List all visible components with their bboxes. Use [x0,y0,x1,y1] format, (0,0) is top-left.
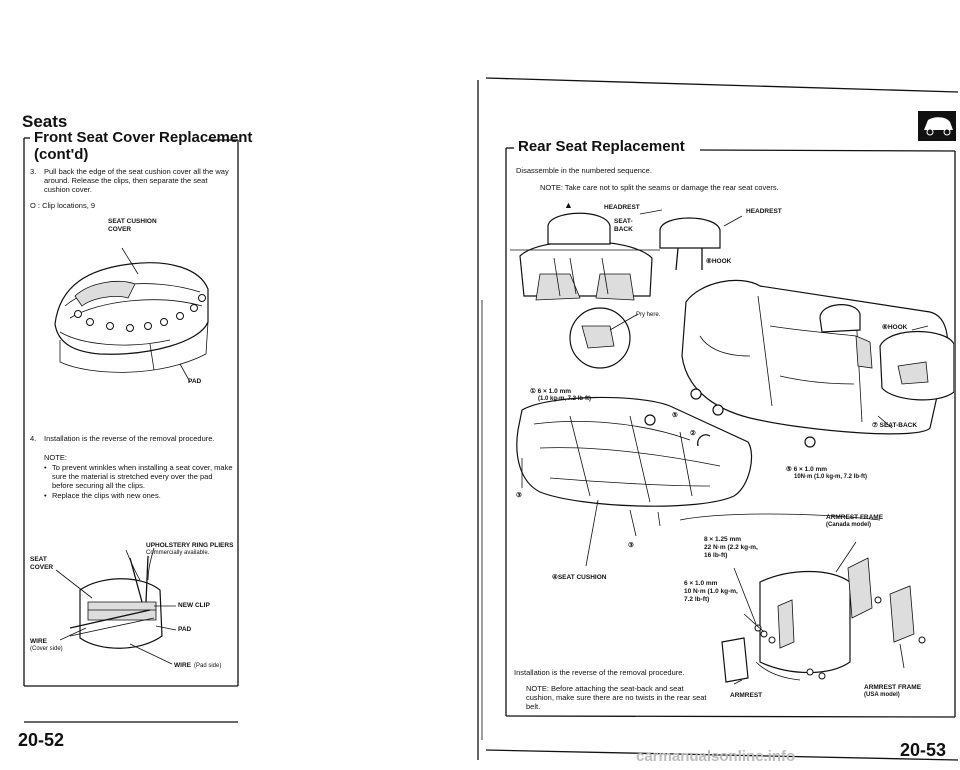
label-pliers-available: Commercially available. [146,550,210,556]
label-bolt-1: ① 6 × 1.0 mm [530,388,572,395]
label-wire-pad: WIRE [174,662,191,669]
note-bullet-1: To prevent wrinkles when installing a se… [52,463,233,490]
figure-clip-pliers: UPHOLSTERY RING PLIERS Commercially avai… [30,540,236,682]
intro-text: Disassemble in the numbered sequence. [516,166,652,175]
label-new-clip: NEW CLIP [178,602,210,609]
note-bottom: NOTE: Before attaching the seat-back and… [526,684,707,711]
label-upholstery-ring-pliers: UPHOLSTERY RING PLIERS [146,542,234,549]
label-seat-back-7: ⑦ SEAT-BACK [872,422,918,429]
label-wire-cover: WIRE [30,638,47,645]
label-armrest-frame-canada: ARMREST FRAME [826,514,884,521]
label-bolt-6-torque: 10 N·m (1.0 kg-m, 7.2 lb-ft) [684,588,738,603]
label-headrest: HEADREST [746,208,782,215]
section-title-rear: Rear Seat Replacement [518,138,685,155]
label-num-2: ② [690,430,696,437]
figure-armrest: 8 × 1.25 mm 22 N·m (2.2 kg-m, 16 lb-ft) … [660,512,954,712]
label-armrest-frame-usa-sub: (USA model) [864,692,900,698]
step4-number: 4. [30,434,37,443]
label-num-3-bottom: ③ [628,542,634,549]
label-pry-here: Pry here. [636,312,661,318]
label-seat-back-inset: SEAT- BACK [614,218,633,233]
bullet-1: • [44,463,47,472]
label-armrest-frame-canada-sub: (Canada model) [826,522,872,528]
label-bolt-6: 6 × 1.0 mm [684,580,718,587]
label-bolt-5-torque: 10N·m (1.0 kg-m, 7.2 lb-ft) [794,474,868,480]
clip-locations-note: O : Clip locations, 9 [30,201,96,210]
label-wire-pad-side: (Pad side) [194,663,222,669]
label-num-5: ⑤ [672,412,678,419]
install-text: Installation is the reverse of the remov… [514,668,685,677]
note-bullet-2: Replace the clips with new ones. [52,491,161,500]
label-pad-2: PAD [178,626,192,633]
note-top: NOTE: Take care not to split the seams o… [540,183,779,192]
label-bolt-5: ⑤ 6 × 1.0 mm [786,466,828,473]
bullet-2: • [44,491,47,500]
section-title: Seats [22,112,68,131]
label-hook-center: ⑥HOOK [706,258,732,265]
figure-seat-cushion: SEAT CUSHION COVER PAD [30,214,236,396]
step4-text: Installation is the reverse of the remov… [44,434,215,443]
note-heading: NOTE: [44,453,67,462]
label-wire-cover-side: (Cover side) [30,646,63,652]
label-bolt-1-torque: (1.0 kg-m, 7.2 lb-ft) [538,396,592,402]
label-num-3: ③ [516,492,522,499]
label-seat-cushion: ④SEAT CUSHION [552,574,607,581]
label-headrest-left: HEADREST [604,204,640,211]
label-pad: PAD [188,378,202,385]
step3-number: 3. [30,167,37,176]
subhead: Front Seat Cover Replacement [34,129,253,146]
label-armrest: ARMREST [730,692,763,699]
step3-text: Pull back the edge of the seat cushion c… [44,167,229,194]
label-seat-cushion-cover: SEAT CUSHION COVER [108,218,157,233]
page-number-left: 20-52 [18,730,65,750]
arrow-up-icon: ▲ [564,200,573,210]
watermark: carmanualsonline.info [636,748,796,765]
label-bolt-8: 8 × 1.25 mm [704,536,742,543]
label-hook-right: ⑥HOOK [882,324,908,331]
label-seat-cover: SEAT COVER [30,556,54,571]
page-number-right: 20-53 [900,740,947,760]
figure-rear-seat: HEADREST ▲ SEAT- BACK HEADREST ⑥HOOK ⑥HO… [510,196,954,526]
label-bolt-8-torque: 22 N·m (2.2 kg-m, 16 lb-ft) [704,544,758,559]
subhead-contd: (cont'd) [34,146,89,163]
label-armrest-frame-usa: ARMREST FRAME [864,684,922,691]
